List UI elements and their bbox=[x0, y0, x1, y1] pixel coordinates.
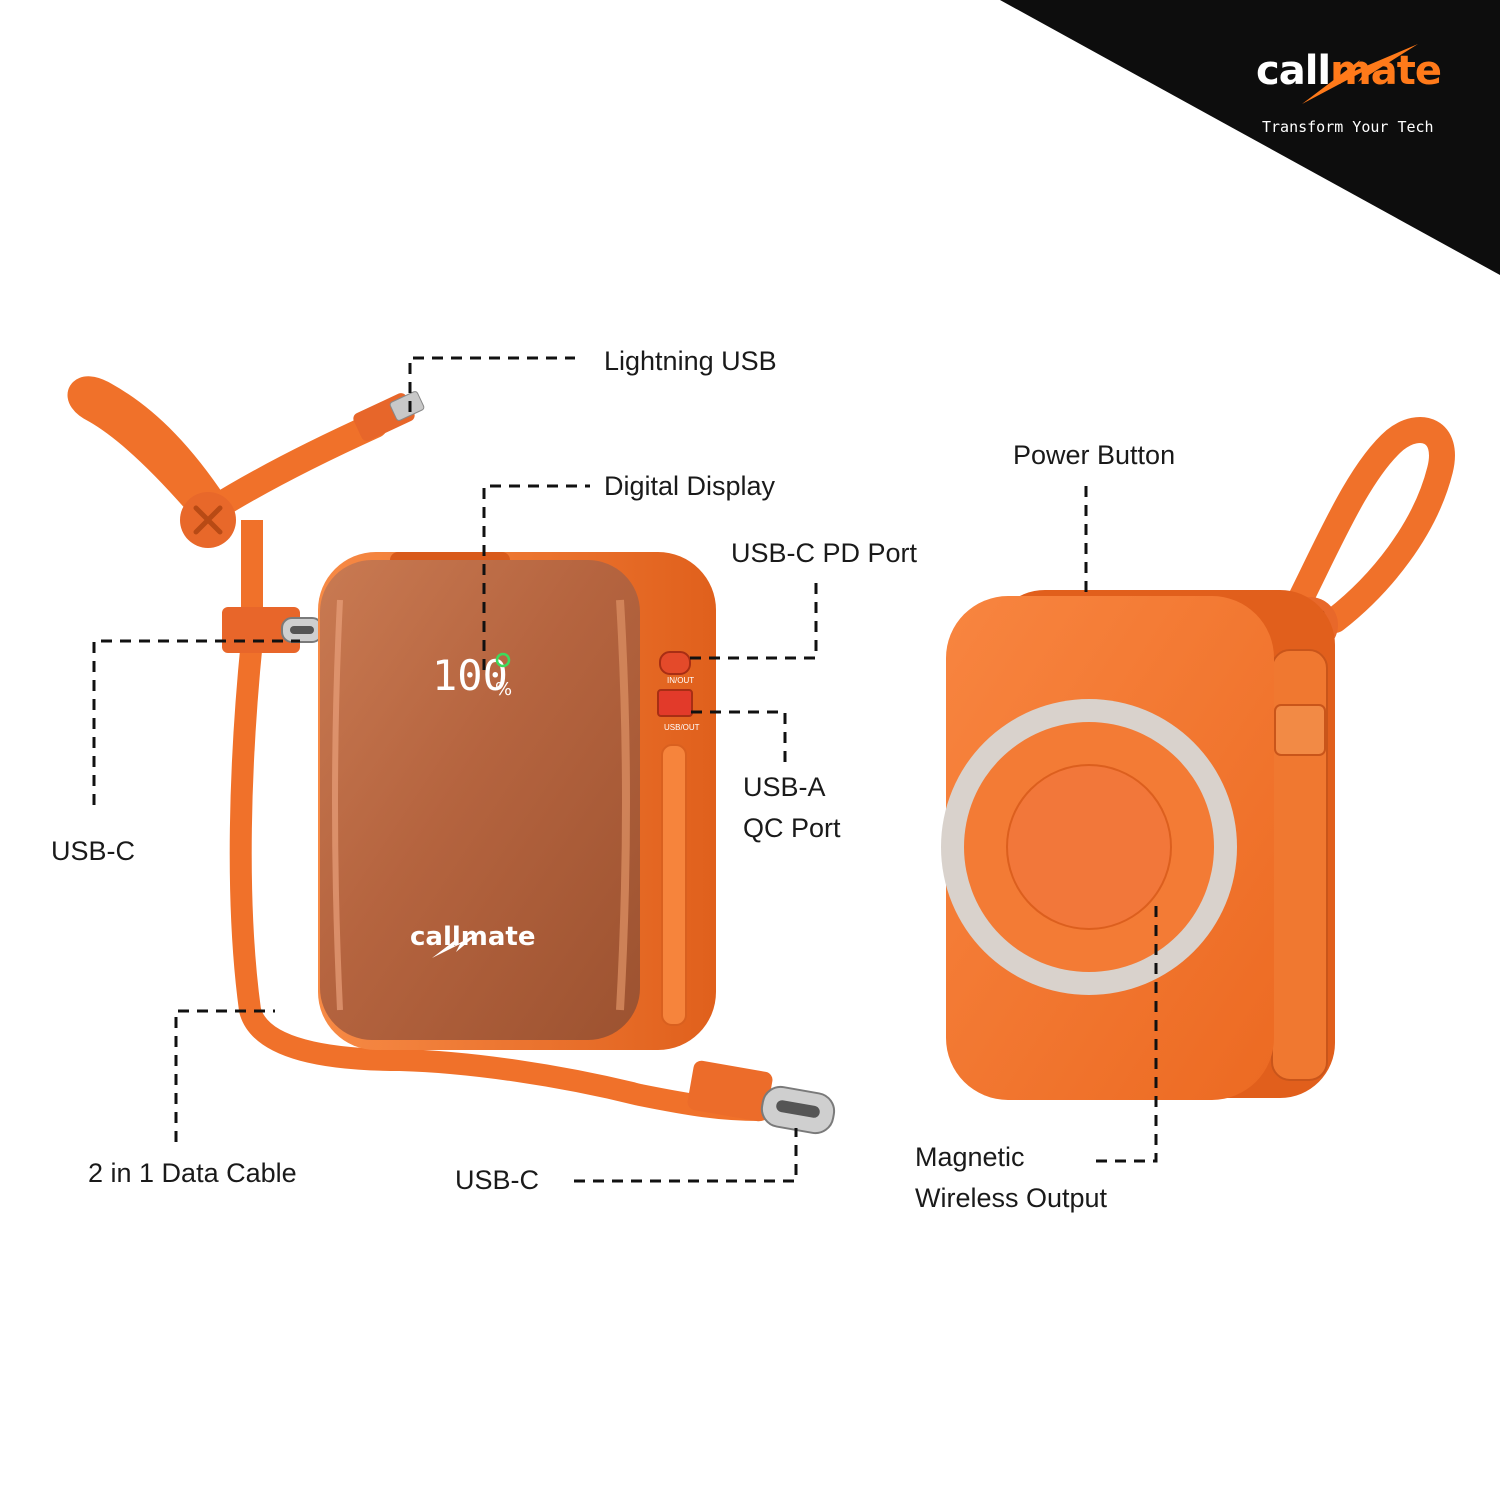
label-data-cable: 2 in 1 Data Cable bbox=[88, 1158, 297, 1188]
label-wireless-output: Wireless Output bbox=[915, 1183, 1108, 1213]
leader-usb-c-bottom bbox=[574, 1128, 798, 1183]
label-lightning-usb: Lightning USB bbox=[604, 346, 777, 376]
cable-clip-knob bbox=[180, 492, 236, 548]
digital-display-unit: % bbox=[495, 679, 512, 700]
brand-tagline: Transform Your Tech bbox=[1262, 118, 1434, 136]
front-device-face bbox=[320, 560, 640, 1040]
device-logo-bolt-icon bbox=[432, 932, 480, 958]
lightning-cable bbox=[67, 376, 425, 533]
leader-data-cable bbox=[174, 1009, 275, 1142]
label-usb-c-left: USB-C bbox=[51, 836, 136, 866]
leader-lightning-usb bbox=[408, 356, 575, 412]
usb-c-pd-port bbox=[659, 651, 691, 675]
brand-wordmark: callmate bbox=[1256, 48, 1442, 94]
data-cable bbox=[229, 629, 771, 1121]
usb-c-connector-bottom bbox=[687, 1060, 836, 1135]
pd-port-marking: IN/OUT bbox=[667, 676, 694, 685]
digital-display-readout: 100 bbox=[432, 651, 508, 700]
label-digital-display: Digital Display bbox=[604, 471, 776, 501]
leader-usb-c-pd-port bbox=[686, 583, 818, 660]
usb-a-qc-port bbox=[657, 689, 693, 717]
leader-digital-display bbox=[482, 484, 590, 670]
qc-port-marking: USB/OUT bbox=[664, 723, 700, 732]
label-power-button: Power Button bbox=[1013, 440, 1176, 470]
leader-magnetic-wireless bbox=[1096, 900, 1158, 1163]
leader-usb-a-qc-port bbox=[690, 710, 787, 762]
label-usb-c-pd-port: USB-C PD Port bbox=[731, 538, 918, 568]
label-usb-c-bottom: USB-C bbox=[455, 1165, 540, 1195]
label-magnetic: Magnetic bbox=[915, 1142, 1025, 1172]
charging-indicator-icon bbox=[495, 652, 511, 668]
wireless-charging-pad bbox=[1006, 764, 1172, 930]
brand-logo: callmate Transform Your Tech bbox=[1250, 40, 1480, 140]
brand-bolt-icon bbox=[1302, 44, 1418, 104]
leader-usb-c-left bbox=[92, 639, 300, 805]
label-qc-port: QC Port bbox=[743, 813, 841, 843]
label-usb-a: USB-A bbox=[743, 772, 826, 802]
